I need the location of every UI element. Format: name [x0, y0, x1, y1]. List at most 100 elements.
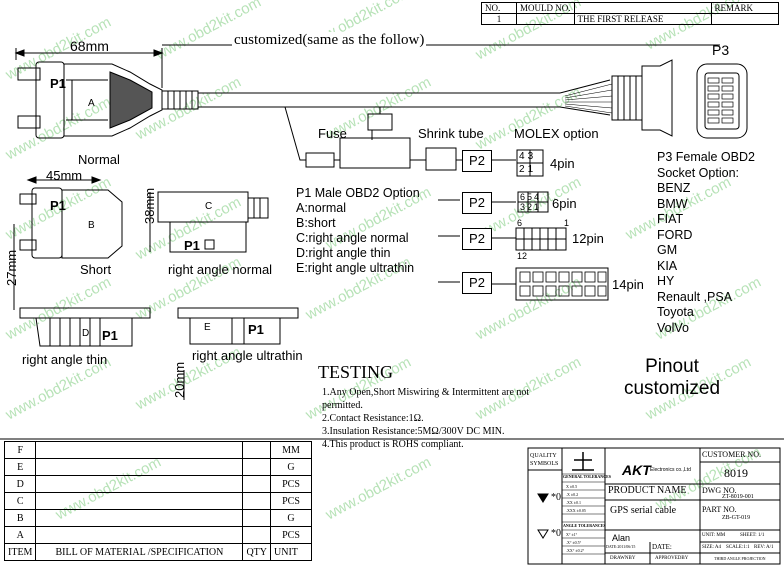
quality-symbols-label: QUALITY SYMBOLS: [530, 453, 559, 467]
customer-no-label: CUSTOMER NO.: [702, 450, 761, 459]
pin-2b: 2: [527, 202, 535, 212]
p1-option-title: P1 Male OBD2 Option: [296, 186, 420, 200]
testing-line: permitted.: [322, 400, 363, 411]
date-value: DATE:2011/06/15: [606, 544, 636, 549]
dwg-no-label: DWG NO.: [702, 486, 737, 495]
bom-spec: [35, 475, 244, 493]
rev-header-remark: REMARK: [710, 2, 779, 14]
revision-header-row: NO. MOULD NO. REMARK: [481, 2, 779, 14]
label-right-angle-thin: right angle thin: [22, 352, 108, 367]
pin-4: 4: [519, 151, 528, 162]
p3-brand: KIA: [657, 258, 678, 273]
testing-line: 4.This product is ROHS compliant.: [322, 439, 464, 450]
pin-12-12: 12: [517, 251, 528, 261]
ang-row: .XX° ±0.2°: [566, 548, 585, 553]
bom-qty: [242, 458, 272, 476]
bom-header-qty: QTY: [242, 543, 272, 561]
dim-20mm: 20mm: [172, 361, 187, 398]
angle-tolerances-label: ANGLE TOLERANCES: [563, 523, 606, 528]
product-name-value: GPS serial cable: [610, 505, 677, 516]
p3-brand: VolVo: [657, 320, 689, 335]
company-logo: AKT: [622, 462, 651, 478]
p2-label-6pin: P2: [462, 192, 492, 214]
p2-label-4pin: P2: [462, 150, 492, 172]
connector-d-label: D: [82, 328, 90, 339]
pin-6-top: 654: [520, 192, 541, 202]
bom-qty: [242, 509, 272, 527]
general-tolerances-values: X ±0.5 .X ±0.2 .XX ±0.1 .XXX ±0.05: [566, 483, 586, 515]
p3-brand: Toyota: [657, 305, 694, 319]
p1-option-b: B:short: [296, 216, 336, 230]
molex-12pin: 12pin: [572, 231, 604, 246]
label-right-angle-normal: right angle normal: [168, 262, 273, 277]
approvedby-label: APPROVEDBY: [655, 556, 689, 561]
product-name-label: PRODUCT NAME: [608, 485, 687, 496]
bom-header-spec: BILL OF MATERIAL /SPECIFICATION: [35, 543, 244, 561]
p1-option-d: D:right angle thin: [296, 246, 391, 260]
bom-spec: [35, 526, 244, 544]
testing-notes: 1.Any Open,Short Miswiring & Intermitten…: [322, 386, 529, 451]
customer-no-value: 8019: [724, 466, 748, 480]
bom-qty: [242, 475, 272, 493]
pin-2: 2: [519, 164, 528, 175]
bom-header-unit: UNIT: [270, 543, 312, 561]
tol-row: .XX ±0.1: [566, 500, 581, 505]
pin-5: 5: [527, 192, 535, 202]
bom-qty: [242, 441, 272, 459]
bom-header-item: ITEM: [3, 543, 37, 561]
p1-label-thin: P1: [102, 328, 118, 343]
bom-item: B: [3, 509, 37, 527]
fuse-label: Fuse: [318, 126, 347, 141]
molex-4pin: 4pin: [550, 156, 575, 171]
testing-line: 1.Any Open,Short Miswiring & Intermitten…: [322, 387, 530, 398]
drawn-by-name: Alan: [612, 533, 631, 543]
bom-unit: PCS: [270, 526, 312, 544]
pin-3b: 3: [520, 202, 528, 212]
dim-27mm: 27mm: [4, 249, 19, 286]
p3-brand: BMW: [657, 196, 688, 211]
molex-option-label: MOLEX option: [514, 126, 599, 141]
p1-label-right-angle: P1: [184, 238, 200, 253]
bom-item: C: [3, 492, 37, 510]
angle-tolerances-values: X° ±1° .X° ±0.5° .XX° ±0.2°: [566, 531, 584, 555]
bom-unit: G: [270, 509, 312, 527]
testing-line: 2.Contact Resistance:1Ω.: [322, 413, 424, 424]
molex-6pin: 6pin: [552, 196, 577, 211]
p3-brand: HY: [657, 274, 675, 288]
pin-4-top: 43: [519, 151, 536, 162]
tol-row: X ±0.5: [566, 484, 578, 489]
rev-header-desc: [573, 2, 712, 14]
bom-unit: PCS: [270, 475, 312, 493]
bom-item: D: [3, 475, 37, 493]
p3-brand: FORD: [657, 227, 693, 242]
dim-38mm: 38mm: [142, 187, 157, 224]
bom-spec: [35, 509, 244, 527]
dwg-no-value: ZT-8019-001: [722, 494, 754, 500]
pin-4b: 4: [534, 192, 542, 202]
bom-item: F: [3, 441, 37, 459]
label-normal: Normal: [78, 152, 120, 167]
bom-spec: [35, 441, 244, 459]
quality-symbol-a: *0: [551, 492, 561, 503]
p3-brand: FIAT: [657, 212, 684, 226]
connector-a-label: A: [88, 98, 95, 109]
pin-12-1: 1: [564, 218, 570, 228]
bom-qty: [242, 492, 272, 510]
rev-mould: [516, 13, 575, 25]
p3-option-subtitle: Socket Option:: [657, 165, 739, 180]
part-no-value: ZB-GT-019: [722, 515, 751, 521]
bom-header-row: ITEM BILL OF MATERIAL /SPECIFICATION QTY…: [3, 543, 312, 561]
bom-spec: [35, 458, 244, 476]
bom-item: A: [3, 526, 37, 544]
projection-label: THIRD ANGLE PROJECTION: [714, 556, 766, 561]
p2-label-12pin: P2: [462, 228, 492, 250]
general-tolerances-label: GENERAL TOLERANCES: [563, 474, 611, 479]
unit-label: UNIT: MM: [702, 533, 726, 538]
p3-option-title: P3 Female OBD2: [657, 150, 755, 164]
dim-68mm: 68mm: [70, 38, 109, 54]
rev-remark: [710, 13, 779, 25]
